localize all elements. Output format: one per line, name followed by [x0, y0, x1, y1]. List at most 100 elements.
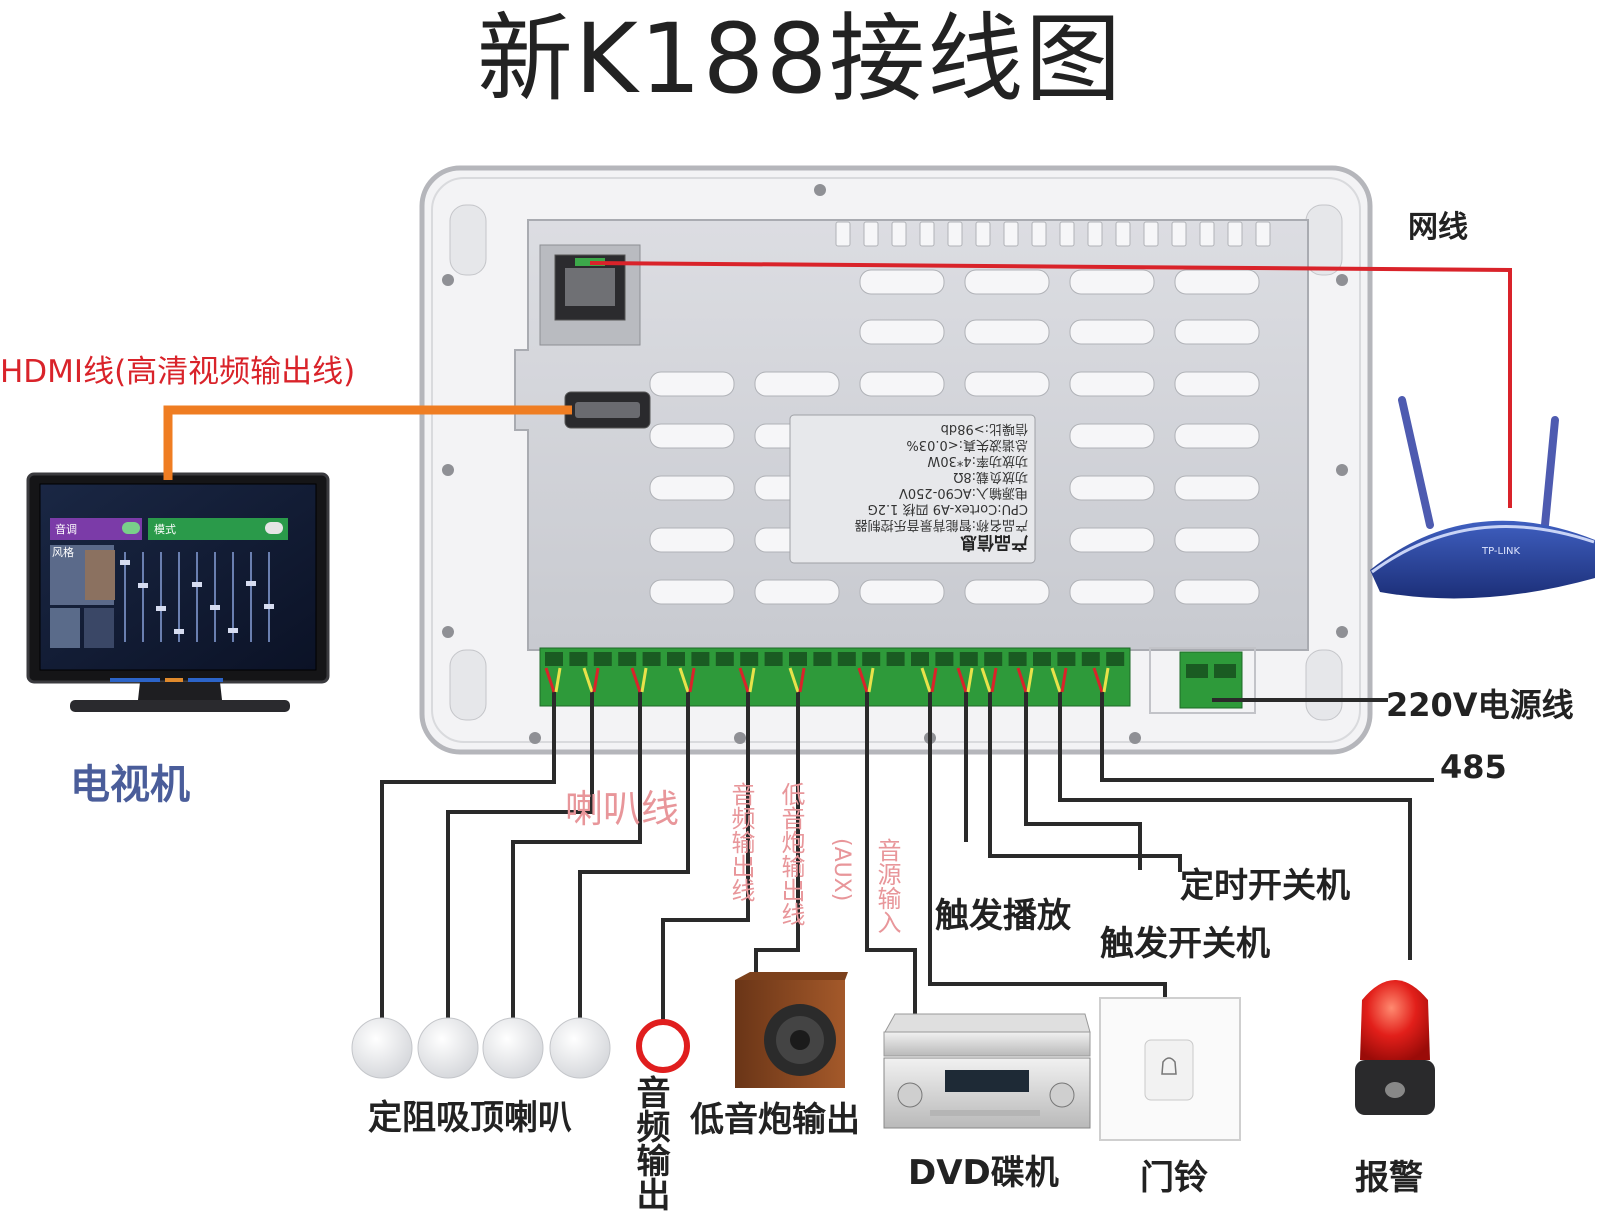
terminal-screw: [911, 652, 929, 666]
label-alarm: 报警: [1355, 1158, 1423, 1198]
vent-slot: [649, 423, 735, 449]
label-dvd-player: DVD碟机: [908, 1153, 1059, 1193]
tv-ui-section: 风格: [52, 545, 74, 559]
label-timed-power: 定时开关机: [1180, 866, 1350, 906]
terminal-screw: [935, 652, 954, 666]
terminal-screw: [886, 652, 905, 666]
page-title: 新K188接线图: [476, 3, 1124, 115]
product-label-line: 功放功率:4*30W: [927, 453, 1028, 468]
label-hdmi-cable: HDMI线(高清视频输出线): [0, 354, 356, 390]
audio-out-ring: [636, 1019, 690, 1073]
vent-slot: [1069, 475, 1155, 501]
label-485: 485: [1440, 748, 1507, 786]
vent-slot: [964, 319, 1050, 345]
tv-slider-knob: [264, 604, 274, 609]
signal-wire: [988, 690, 1182, 872]
wire-stub: [857, 667, 869, 693]
terminal-screw: [1057, 652, 1076, 666]
wire-stub: [1092, 667, 1104, 693]
label-audio-out-cable: 音频输出线: [727, 782, 755, 902]
tv-slider-knob: [192, 582, 202, 587]
wire-stub: [930, 667, 938, 693]
wire-stub: [592, 667, 600, 693]
signal-wire: [928, 690, 1167, 998]
vent-slot: [1069, 319, 1155, 345]
wire-stub: [1050, 667, 1062, 693]
signal-wire: [1100, 690, 1434, 782]
wire-stub: [867, 667, 875, 693]
vent-slot: [1174, 475, 1260, 501]
wire-stub: [678, 667, 690, 693]
wire-stub: [1060, 667, 1068, 693]
vent-slot: [1174, 527, 1260, 553]
terminal-screw: [1008, 652, 1027, 666]
product-label-line: 功放负载:8Ω: [953, 469, 1028, 484]
vent-slot: [754, 371, 840, 397]
vent-slot: [859, 319, 945, 345]
vent-slot: [649, 371, 735, 397]
wire-stub: [1016, 667, 1028, 693]
label-subwoofer-out: 低音炮输出: [690, 1100, 860, 1140]
label-power-cable: 220V电源线: [1386, 686, 1574, 724]
label-subwoofer-cable: 低音炮输出线: [777, 782, 805, 926]
product-label-heading: 产品信息: [960, 532, 1028, 552]
tv-slider-track: [268, 552, 270, 642]
terminal-screw: [1081, 652, 1100, 666]
wire-stub: [630, 667, 642, 693]
tv-slider-track: [232, 552, 234, 642]
label-network-cable: 网线: [1408, 210, 1468, 245]
signal-wire: [1024, 690, 1142, 870]
doorbell-illustration: [1099, 997, 1241, 1141]
terminal-screw: [813, 652, 832, 666]
tv-slider-track: [142, 552, 144, 642]
tv-slider-track: [124, 552, 126, 642]
hdmi-wire: [163, 405, 572, 480]
terminal-screw: [1106, 652, 1125, 666]
wire-stub: [582, 667, 594, 693]
tv-slider-knob: [210, 605, 220, 610]
label-trigger-play: 触发播放: [935, 896, 1071, 936]
alarm-illustration: [1355, 980, 1435, 1115]
router-brand: TP-LINK: [1481, 546, 1521, 557]
tv-slider-knob: [120, 560, 130, 565]
wire-stub: [990, 667, 998, 693]
product-label-line: CPU:Cortex-A9 四核 1.2G: [867, 501, 1028, 516]
signal-wire: [754, 690, 800, 972]
tv-ui-tab-right: 模式: [154, 523, 176, 536]
terminal-screw: [642, 652, 661, 666]
vent-slot: [1069, 579, 1155, 605]
vent-slot: [964, 371, 1050, 397]
vent-slot: [1174, 269, 1260, 295]
tv-illustration: 音调 模式 风格: [26, 472, 330, 712]
tv-slider-knob: [174, 629, 184, 634]
product-label-line: 总谐波失真:<0.03%: [906, 437, 1028, 452]
tv-slider-knob: [156, 606, 166, 611]
wire-stub: [640, 667, 648, 693]
tv-slider-knob: [246, 581, 256, 586]
wire-stub: [554, 667, 562, 693]
label-doorbell: 门铃: [1140, 1158, 1208, 1198]
wire-stub: [1102, 667, 1110, 693]
vent-slot: [754, 579, 840, 605]
vent-slot: [964, 269, 1050, 295]
signal-wire: [865, 690, 917, 1014]
tv-slider-track: [196, 552, 198, 642]
label-speaker-cable: 喇叭线: [565, 787, 680, 831]
wire-stub: [748, 667, 756, 693]
label-tv: 电视机: [70, 762, 190, 808]
terminal-screw: [764, 652, 783, 666]
product-label-line: 产品名称:智能背景音乐控制器: [854, 517, 1028, 532]
tv-slider-track: [214, 552, 216, 642]
vent-slot: [1069, 371, 1155, 397]
tv-slider-knob: [228, 628, 238, 633]
vent-slot: [1069, 269, 1155, 295]
terminal-screw: [691, 652, 710, 666]
wire-stub: [738, 667, 750, 693]
vent-slot: [1174, 423, 1260, 449]
terminal-screw: [789, 652, 807, 666]
wire-stub: [544, 667, 556, 693]
product-label-line: 信噪比:>98db: [940, 421, 1028, 436]
signal-wire: [511, 690, 642, 1018]
terminal-screw: [545, 652, 563, 666]
